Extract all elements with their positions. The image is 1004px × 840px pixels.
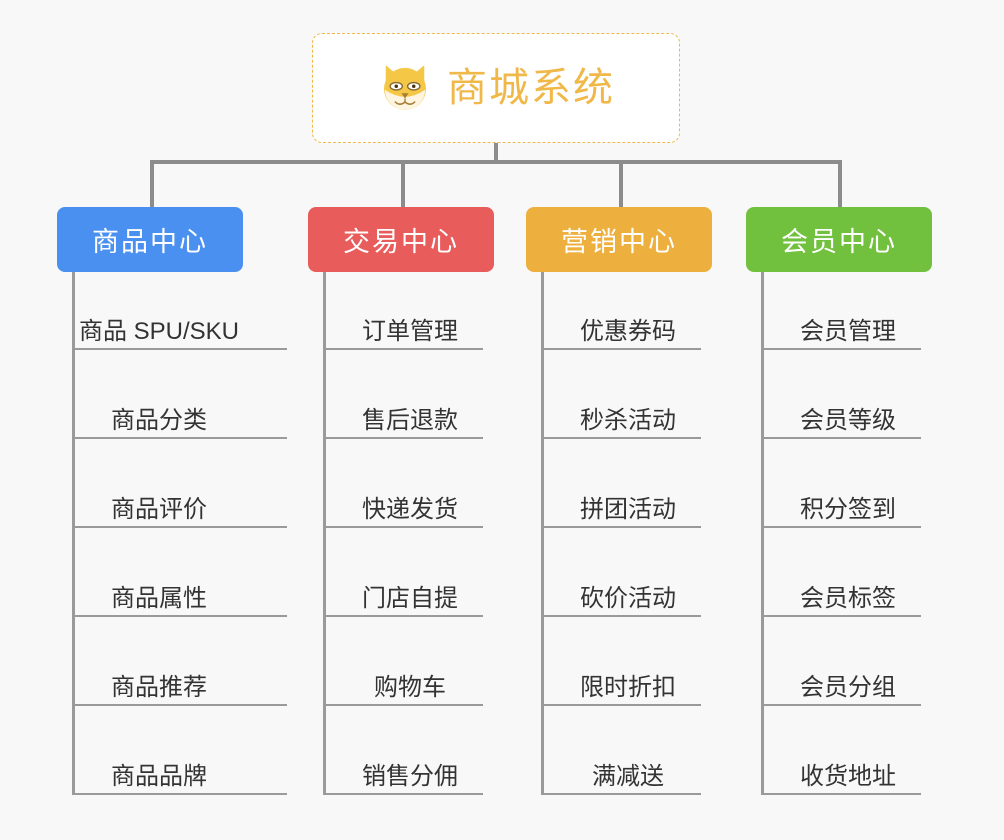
leaf-underline — [75, 437, 287, 439]
leaf-label: 会员标签 — [800, 585, 896, 612]
category-label: 交易中心 — [343, 227, 459, 257]
leaf-underline — [544, 615, 701, 617]
leaf-item[interactable]: 商品推荐 — [75, 617, 287, 706]
leaf-underline — [326, 793, 483, 795]
leaf-underline — [544, 793, 701, 795]
leaf-label: 商品推荐 — [111, 674, 207, 701]
leaf-label: 订单管理 — [362, 318, 458, 345]
leaf-label: 会员等级 — [800, 407, 896, 434]
leaf-item[interactable]: 限时折扣 — [544, 617, 712, 706]
category-label: 营销中心 — [561, 227, 677, 257]
leaf-item[interactable]: 商品 SPU/SKU — [75, 272, 287, 350]
leaf-label: 门店自提 — [362, 585, 458, 612]
leaf-underline — [544, 526, 701, 528]
category-header-product-center[interactable]: 商品中心 — [57, 207, 243, 272]
leaf-item[interactable]: 门店自提 — [326, 528, 494, 617]
leaf-item[interactable]: 满减送 — [544, 706, 712, 795]
leaf-list-trade-center: 订单管理 售后退款 快递发货 门店自提 购物车 销售分佣 — [323, 272, 494, 795]
branch-product-center: 商品中心 商品 SPU/SKU 商品分类 商品评价 商品属性 商品推荐 — [57, 207, 287, 795]
leaf-item[interactable]: 售后退款 — [326, 350, 494, 439]
leaf-item[interactable]: 会员标签 — [764, 528, 932, 617]
branch-member-center: 会员中心 会员管理 会员等级 积分签到 会员标签 会员分组 — [746, 207, 932, 795]
leaf-list-product-center: 商品 SPU/SKU 商品分类 商品评价 商品属性 商品推荐 商品品牌 — [72, 272, 287, 795]
connector-horizontal-bar — [150, 160, 842, 164]
leaf-item[interactable]: 砍价活动 — [544, 528, 712, 617]
leaf-item[interactable]: 会员分组 — [764, 617, 932, 706]
leaf-label: 会员管理 — [800, 318, 896, 345]
leaf-label: 优惠券码 — [580, 318, 676, 345]
leaf-underline — [326, 704, 483, 706]
leaf-item[interactable]: 收货地址 — [764, 706, 932, 795]
leaf-item[interactable]: 商品属性 — [75, 528, 287, 617]
leaf-underline — [764, 526, 921, 528]
branch-marketing-center: 营销中心 优惠券码 秒杀活动 拼团活动 砍价活动 限时折扣 — [526, 207, 712, 795]
leaf-item[interactable]: 快递发货 — [326, 439, 494, 528]
branch-trade-center: 交易中心 订单管理 售后退款 快递发货 门店自提 购物车 — [308, 207, 494, 795]
leaf-label: 秒杀活动 — [580, 407, 676, 434]
leaf-label: 商品属性 — [111, 585, 207, 612]
leaf-underline — [75, 615, 287, 617]
leaf-item[interactable]: 商品评价 — [75, 439, 287, 528]
leaf-item[interactable]: 购物车 — [326, 617, 494, 706]
root-title: 商城系统 — [447, 66, 615, 110]
leaf-underline — [764, 793, 921, 795]
connector-drop-trade — [401, 160, 405, 208]
leaf-label: 限时折扣 — [580, 674, 676, 701]
category-header-marketing-center[interactable]: 营销中心 — [526, 207, 712, 272]
shiba-dog-face-icon — [384, 65, 426, 113]
leaf-list-marketing-center: 优惠券码 秒杀活动 拼团活动 砍价活动 限时折扣 满减送 — [541, 272, 712, 795]
category-header-member-center[interactable]: 会员中心 — [746, 207, 932, 272]
leaf-underline — [544, 437, 701, 439]
leaf-item[interactable]: 秒杀活动 — [544, 350, 712, 439]
leaf-label: 售后退款 — [362, 407, 458, 434]
root-node[interactable]: 商城系统 — [312, 33, 680, 143]
leaf-item[interactable]: 商品品牌 — [75, 706, 287, 795]
leaf-label: 商品评价 — [111, 496, 207, 523]
leaf-underline — [326, 526, 483, 528]
leaf-label: 商品 SPU/SKU — [78, 318, 240, 345]
leaf-item[interactable]: 拼团活动 — [544, 439, 712, 528]
leaf-item[interactable]: 优惠券码 — [544, 272, 712, 350]
leaf-underline — [764, 437, 921, 439]
leaf-label: 收货地址 — [800, 763, 896, 790]
connector-drop-member — [838, 160, 842, 208]
leaf-underline — [326, 437, 483, 439]
leaf-underline — [75, 793, 287, 795]
leaf-list-member-center: 会员管理 会员等级 积分签到 会员标签 会员分组 收货地址 — [761, 272, 932, 795]
leaf-label: 快递发货 — [362, 496, 458, 523]
category-label: 会员中心 — [781, 227, 897, 257]
leaf-item[interactable]: 销售分佣 — [326, 706, 494, 795]
leaf-label: 拼团活动 — [580, 496, 676, 523]
connector-root-stem — [494, 143, 498, 163]
leaf-item[interactable]: 积分签到 — [764, 439, 932, 528]
leaf-underline — [75, 348, 287, 350]
leaf-underline — [75, 526, 287, 528]
leaf-label: 砍价活动 — [580, 585, 676, 612]
connector-drop-product — [150, 160, 154, 208]
category-header-trade-center[interactable]: 交易中心 — [308, 207, 494, 272]
leaf-underline — [544, 704, 701, 706]
leaf-label: 积分签到 — [800, 496, 896, 523]
leaf-underline — [326, 348, 483, 350]
leaf-label: 满减送 — [592, 763, 664, 790]
leaf-underline — [764, 348, 921, 350]
leaf-item[interactable]: 商品分类 — [75, 350, 287, 439]
leaf-underline — [75, 704, 287, 706]
leaf-label: 商品品牌 — [111, 763, 207, 790]
leaf-underline — [544, 348, 701, 350]
leaf-item[interactable]: 会员等级 — [764, 350, 932, 439]
leaf-label: 会员分组 — [800, 674, 896, 701]
leaf-underline — [326, 615, 483, 617]
category-label: 商品中心 — [92, 227, 208, 257]
leaf-label: 购物车 — [374, 674, 446, 701]
leaf-label: 销售分佣 — [362, 763, 458, 790]
leaf-item[interactable]: 订单管理 — [326, 272, 494, 350]
leaf-underline — [764, 615, 921, 617]
leaf-item[interactable]: 会员管理 — [764, 272, 932, 350]
connector-drop-marketing — [619, 160, 623, 208]
leaf-underline — [764, 704, 921, 706]
leaf-label: 商品分类 — [111, 407, 207, 434]
